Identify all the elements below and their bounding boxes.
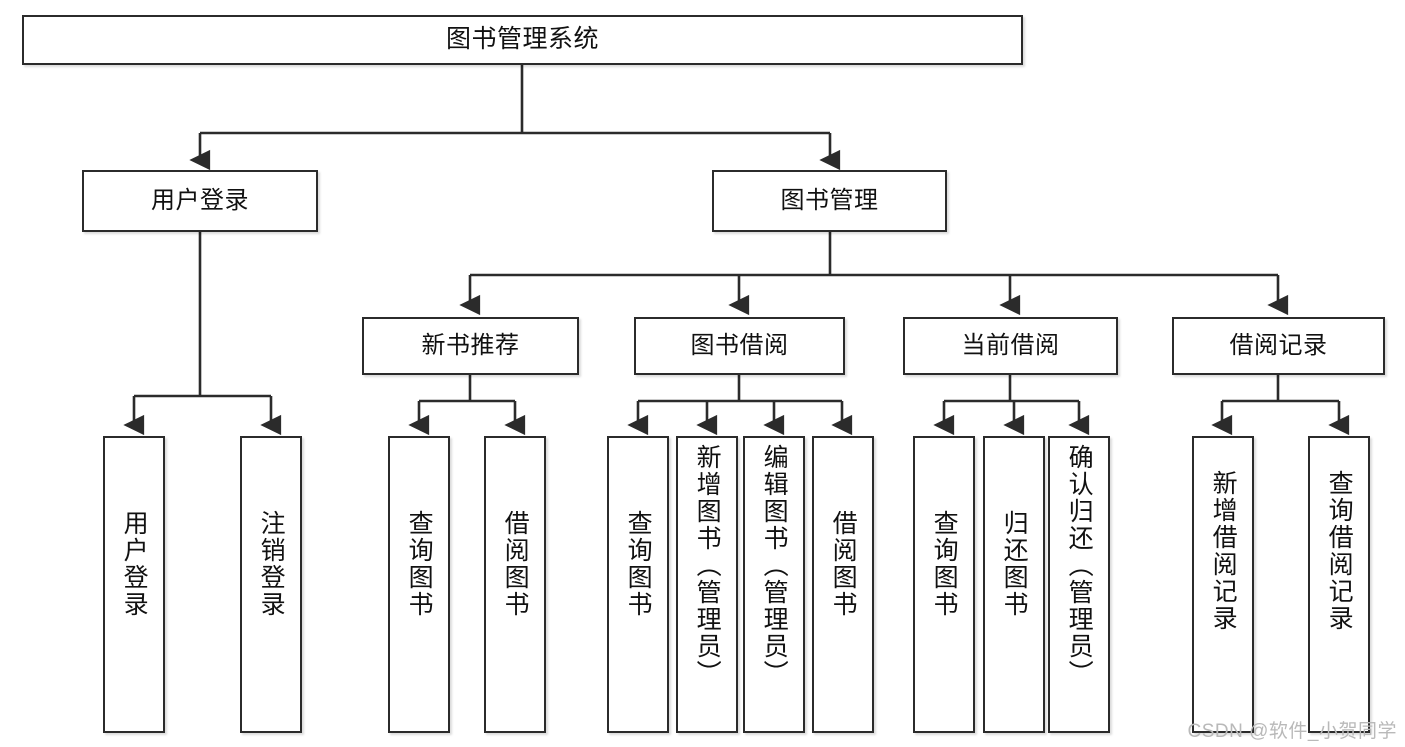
leaf-user-login-signout[interactable]: 注销登录	[240, 436, 302, 733]
node-label: 用户登录	[151, 187, 249, 214]
node-label: 借阅图书	[501, 510, 530, 618]
leaf-current-return-book[interactable]: 归还图书	[983, 436, 1045, 733]
node-borrow-record[interactable]: 借阅记录	[1172, 317, 1385, 375]
leaf-current-query-book[interactable]: 查询图书	[913, 436, 975, 733]
node-label: 借阅图书	[829, 510, 858, 618]
node-label: 图书管理	[780, 187, 879, 214]
node-label: 确认归还（管理员）	[1065, 444, 1094, 687]
node-label: 查询借阅记录	[1325, 470, 1354, 632]
node-label: 用户登录	[120, 510, 149, 618]
csdn-watermark: CSDN @软件_小贺同学	[1187, 721, 1397, 742]
node-label: 编辑图书（管理员）	[760, 444, 789, 687]
node-label: 注销登录	[257, 510, 286, 618]
node-book-borrow[interactable]: 图书借阅	[634, 317, 845, 375]
node-label: 归还图书	[1000, 510, 1029, 618]
leaf-user-login-signin[interactable]: 用户登录	[103, 436, 165, 733]
leaf-current-confirm-return-admin[interactable]: 确认归还（管理员）	[1048, 436, 1110, 733]
leaf-borrow-borrow-book[interactable]: 借阅图书	[812, 436, 874, 733]
node-root-library-system[interactable]: 图书管理系统	[22, 15, 1023, 65]
node-label: 新书推荐	[421, 332, 520, 359]
leaf-borrow-query-book[interactable]: 查询图书	[607, 436, 669, 733]
node-label: 当前借阅	[961, 332, 1060, 359]
node-label: 新增图书（管理员）	[693, 444, 722, 687]
node-new-book-recommend[interactable]: 新书推荐	[362, 317, 579, 375]
leaf-record-add-borrow-record[interactable]: 新增借阅记录	[1192, 436, 1254, 733]
leaf-recommend-borrow-book[interactable]: 借阅图书	[484, 436, 546, 733]
node-label: 查询图书	[405, 510, 434, 618]
node-label: 查询图书	[930, 510, 959, 618]
node-label: 图书借阅	[690, 332, 789, 359]
leaf-recommend-query-book[interactable]: 查询图书	[388, 436, 450, 733]
node-label: 借阅记录	[1229, 332, 1328, 359]
node-label: 新增借阅记录	[1209, 470, 1238, 632]
node-label: 查询图书	[624, 510, 653, 618]
leaf-record-query-borrow-record[interactable]: 查询借阅记录	[1308, 436, 1370, 733]
node-book-management[interactable]: 图书管理	[712, 170, 947, 232]
node-label: 图书管理系统	[445, 25, 599, 54]
node-current-borrow[interactable]: 当前借阅	[903, 317, 1118, 375]
node-user-login[interactable]: 用户登录	[82, 170, 318, 232]
leaf-borrow-add-book-admin[interactable]: 新增图书（管理员）	[676, 436, 738, 733]
leaf-borrow-edit-book-admin[interactable]: 编辑图书（管理员）	[743, 436, 805, 733]
